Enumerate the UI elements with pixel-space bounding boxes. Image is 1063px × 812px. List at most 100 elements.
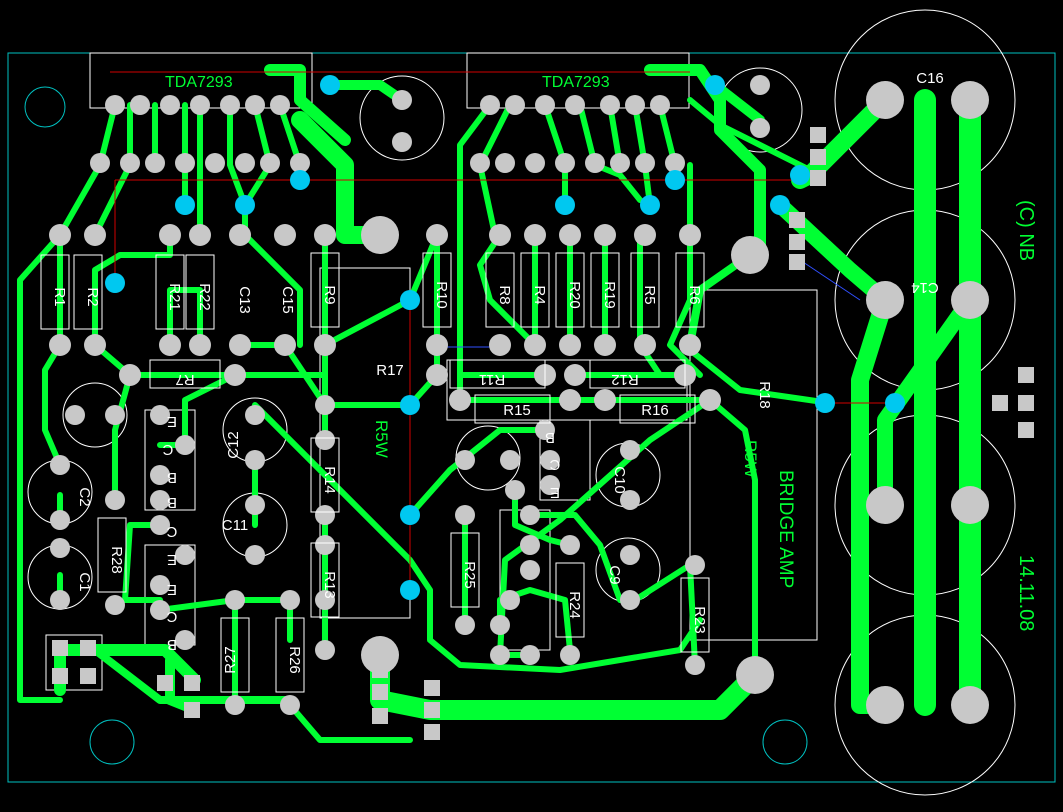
pad [500,590,520,610]
component-body [220,617,250,693]
copper-trace [687,562,698,668]
via [105,273,125,293]
component-ref: C1 [76,572,93,591]
via [640,195,660,215]
pad [699,389,721,411]
pad [65,405,85,425]
r5w-label-left: R5W [372,420,391,458]
pad [270,95,290,115]
copper-trace [457,102,493,403]
component-ref: C14 [911,279,939,296]
pad [665,153,685,173]
square-pad [184,675,200,691]
component-ref: C15 [279,286,296,314]
pad [361,636,399,674]
copper-traces [17,64,981,743]
pad [105,95,125,115]
component-ref: C12 [225,431,242,459]
pad [245,495,265,515]
component-ref: C2 [76,487,93,506]
pad [559,389,581,411]
component-body [310,252,340,328]
component-ref: R7 [175,371,194,388]
copper-trace [512,487,573,548]
pad [489,224,511,246]
pad [224,364,246,386]
pad [150,515,170,535]
cap-outline-small1 [359,75,445,161]
pad [159,334,181,356]
ic-label-left: TDA7293 [165,74,233,91]
component-ref: R14 [321,466,338,494]
pad [685,555,705,575]
copper-trace [632,562,693,603]
pad [392,132,412,152]
pad [635,153,655,173]
pad [314,224,336,246]
via [175,195,195,215]
transistor-outline [144,544,196,646]
component-ref: R24 [566,591,583,619]
copper-trace [877,292,978,513]
pad [540,450,560,470]
transistor-outline [144,409,196,511]
bridge-amp-label: BRIDGE AMP [775,470,796,588]
component-body [449,359,546,389]
pad [525,153,545,173]
component-ref: R18 [756,381,773,409]
pad [594,224,616,246]
pad [245,95,265,115]
pad [520,560,540,580]
pad [229,224,251,246]
pad [685,655,705,675]
square-pad [372,708,388,724]
pad [145,153,165,173]
pad [205,153,225,173]
component-ref: R12 [611,371,639,388]
pad [520,535,540,555]
component-ref: R15 [503,402,531,419]
copper-trace [167,287,203,348]
square-pad [810,170,826,186]
component-ref: R22 [196,283,213,311]
component-ref: R11 [479,371,505,388]
transistor-pin-label: C [166,608,177,625]
pad [50,510,70,530]
r5w-label-right: R5W [741,440,760,478]
square-pad [810,127,826,143]
transistor-pin-label: C [549,456,560,473]
pad [594,334,616,356]
pad [426,364,448,386]
pad [119,364,141,386]
mounting-hole [24,86,66,128]
pad [750,118,770,138]
component-ref: C10 [611,466,628,494]
square-pad [424,724,440,740]
pad [565,95,585,115]
component-body [73,254,103,330]
connector-outline [446,359,688,421]
pad [535,420,555,440]
square-pad [52,668,68,684]
pad [280,695,300,715]
pad [455,450,475,470]
square-pad [789,254,805,270]
pad [245,405,265,425]
pad [274,334,296,356]
pad [274,224,296,246]
component-ref: R19 [601,281,618,309]
component-body [40,254,70,330]
component-ref: R23 [691,606,708,634]
component-body [675,252,705,328]
square-pad [1018,422,1034,438]
copper-trace [157,597,293,643]
copper-trace [497,587,573,653]
component-ref: R26 [286,646,303,674]
copper-trace [687,347,833,406]
pad [610,153,630,173]
pad [505,95,525,115]
pad [105,595,125,615]
component-body [97,517,127,593]
pad [559,334,581,356]
